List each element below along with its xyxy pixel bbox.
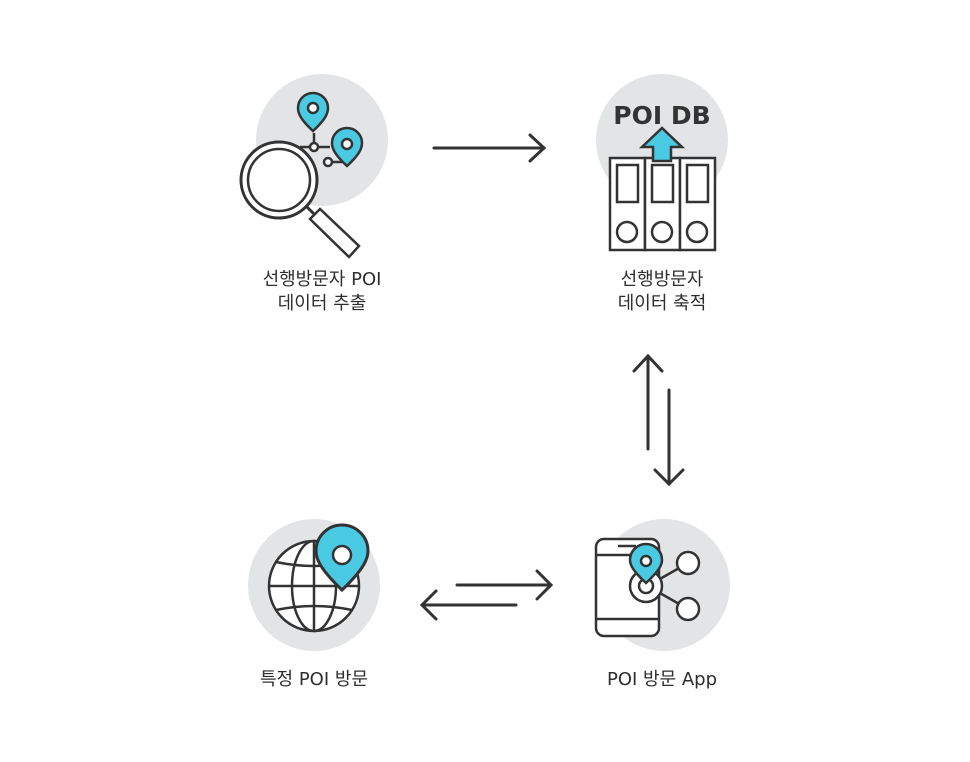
app-label: POI 방문 App (562, 668, 762, 692)
extract-label-line2: 데이터 추출 (277, 293, 367, 314)
database-binders-icon: POI DB (608, 101, 717, 252)
globe-pin-icon (267, 523, 370, 633)
arrow-db-app-bidirectional (632, 353, 685, 487)
phone-share-icon (594, 537, 701, 638)
visit-label: 특정 POI 방문 (214, 668, 414, 692)
accumulate-label-line1: 선행방문자 (620, 269, 704, 290)
accumulate-label: 선행방문자 데이터 축적 (562, 268, 762, 316)
app-label-line1: POI 방문 App (606, 669, 718, 690)
accumulate-label-line2: 데이터 축적 (617, 293, 707, 314)
extract-label: 선행방문자 POI 데이터 추출 (222, 268, 422, 316)
arrow-visit-app-bidirectional (419, 569, 554, 621)
arrow-extract-to-db (432, 133, 547, 163)
poi-db-badge: POI DB (613, 101, 710, 130)
magnifier-pin-icon (239, 91, 364, 259)
visit-label-line1: 특정 POI 방문 (259, 669, 368, 690)
extract-label-line1: 선행방문자 POI (262, 269, 382, 290)
